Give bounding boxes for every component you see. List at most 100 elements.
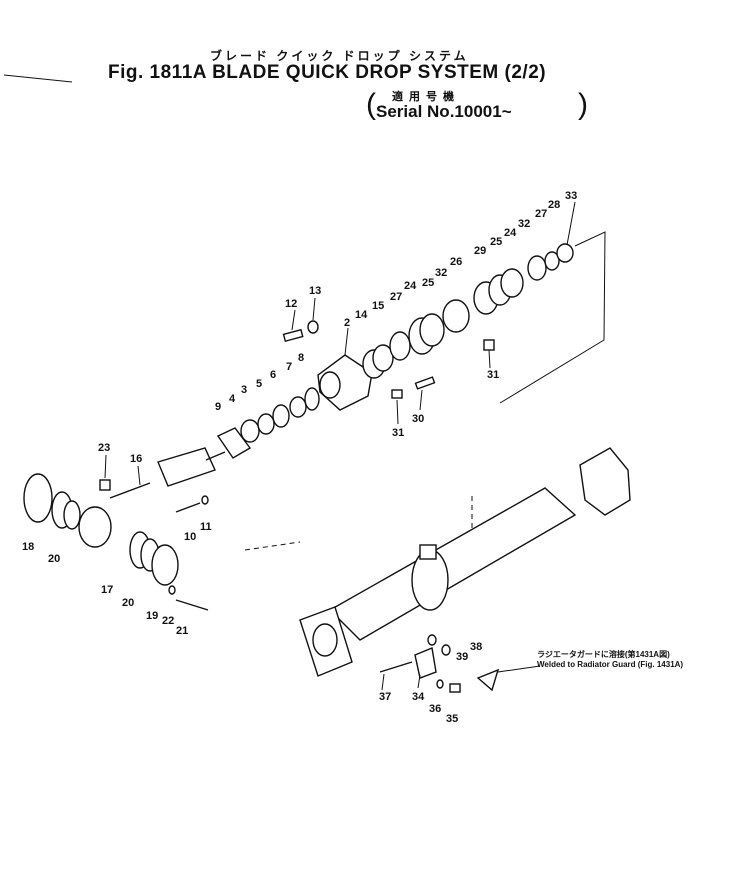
callout-28: 28 (548, 199, 560, 211)
callout-30: 30 (412, 413, 424, 425)
assembly-bracket (499, 231, 606, 404)
ring-7 (289, 396, 307, 418)
callout-37: 37 (379, 691, 391, 703)
cylinder-body (244, 447, 631, 693)
callout-36: 36 (429, 703, 441, 715)
callout-4: 4 (229, 393, 236, 405)
callout-6: 6 (270, 369, 276, 381)
flange-bore (312, 623, 338, 657)
callout-31a: 31 (392, 427, 404, 439)
washer-11 (201, 495, 209, 505)
callout-25a: 25 (422, 277, 434, 289)
callout-24a: 24 (404, 280, 417, 292)
callout-27a: 27 (390, 291, 402, 303)
callout-2: 2 (344, 317, 350, 329)
washer-28 (544, 251, 560, 271)
bolt-10 (175, 502, 201, 513)
cover-18 (23, 473, 53, 523)
piston-rod (157, 447, 216, 487)
callout-29: 29 (474, 245, 486, 257)
figure-title: Fig. 1811A BLADE QUICK DROP SYSTEM (2/2) (108, 62, 547, 83)
leader-34 (417, 674, 421, 689)
callout-11: 11 (200, 521, 212, 533)
washer-38 (427, 634, 437, 646)
callout-19: 19 (146, 610, 158, 622)
callout-23: 23 (98, 442, 110, 454)
ring-20b (63, 500, 81, 530)
callout-31b: 31 (487, 369, 499, 381)
bracket-34 (414, 647, 437, 679)
cover-19 (151, 544, 179, 586)
bolt-30 (414, 376, 436, 390)
callout-21: 21 (176, 625, 188, 637)
serial-japanese-label: 適用号機 (392, 91, 460, 103)
callout-5: 5 (256, 378, 262, 390)
washer-13 (307, 320, 319, 334)
nut-31 (391, 389, 403, 399)
lower-left-assembly (23, 473, 209, 611)
bolt-35 (449, 683, 461, 693)
bolt-21 (175, 599, 209, 611)
leader-2 (344, 327, 349, 356)
callouts: 2 3 4 5 6 7 8 9 10 11 12 13 14 15 16 17 … (22, 190, 577, 725)
callout-7: 7 (286, 361, 292, 373)
callout-24b: 24 (504, 227, 517, 239)
washer-36 (436, 679, 444, 689)
callout-12: 12 (285, 298, 297, 310)
ring-8 (304, 387, 320, 411)
callout-16: 16 (130, 453, 142, 465)
bolt-37 (379, 661, 413, 673)
callout-38: 38 (470, 641, 482, 653)
callout-3: 3 (241, 384, 247, 396)
callout-25b: 25 (490, 236, 502, 248)
head-bore (319, 371, 341, 399)
rod-end (109, 482, 151, 499)
callout-26: 26 (450, 256, 462, 268)
callout-27b: 27 (535, 208, 547, 220)
leader-dash (244, 541, 301, 551)
weld-note-english: Welded to Radiator Guard (Fig. 1431A) (537, 660, 684, 669)
bushing-17 (78, 506, 112, 548)
leader-16 (137, 465, 141, 486)
trunnion-top (419, 544, 437, 560)
callout-35: 35 (446, 713, 458, 725)
weld-note-japanese: ラジエータガードに溶接(第1431A図) (537, 650, 670, 659)
callout-22: 22 (162, 615, 174, 627)
rod-shaft (205, 451, 226, 461)
stray-mark (3, 74, 73, 83)
leader-33 (566, 201, 576, 246)
leader-37 (381, 673, 385, 691)
rod-eye (579, 447, 631, 516)
washer-22 (168, 585, 176, 595)
callout-17: 17 (101, 584, 113, 596)
serial-number: Serial No.10001~ (376, 102, 512, 121)
leader-23 (104, 454, 107, 479)
bolt-12 (282, 328, 304, 343)
leader-31a (396, 399, 399, 425)
japanese-title: ブレード クイック ドロップ システム (210, 49, 469, 63)
washer-39 (441, 644, 451, 656)
cylinder-barrel (328, 487, 577, 641)
piston-27 (389, 331, 411, 361)
upper-assembly (109, 243, 574, 499)
callout-32b: 32 (518, 218, 530, 230)
callout-32a: 32 (435, 267, 447, 279)
seal-5 (257, 413, 275, 435)
piston-26 (442, 299, 470, 333)
leader-13 (312, 297, 316, 321)
fitting-23 (99, 479, 111, 491)
callout-14: 14 (355, 309, 368, 321)
callout-15: 15 (372, 300, 384, 312)
callout-20b: 20 (122, 597, 134, 609)
gland-plate (216, 427, 252, 459)
callout-18: 18 (22, 541, 34, 553)
leader-30 (419, 389, 423, 411)
leader-lines (104, 201, 576, 691)
nut-33 (556, 243, 574, 263)
callout-13: 13 (309, 285, 321, 297)
weld-leader (497, 665, 541, 673)
leader-12 (291, 309, 296, 331)
callout-39: 39 (456, 651, 468, 663)
serial-close-paren: ) (578, 88, 588, 121)
